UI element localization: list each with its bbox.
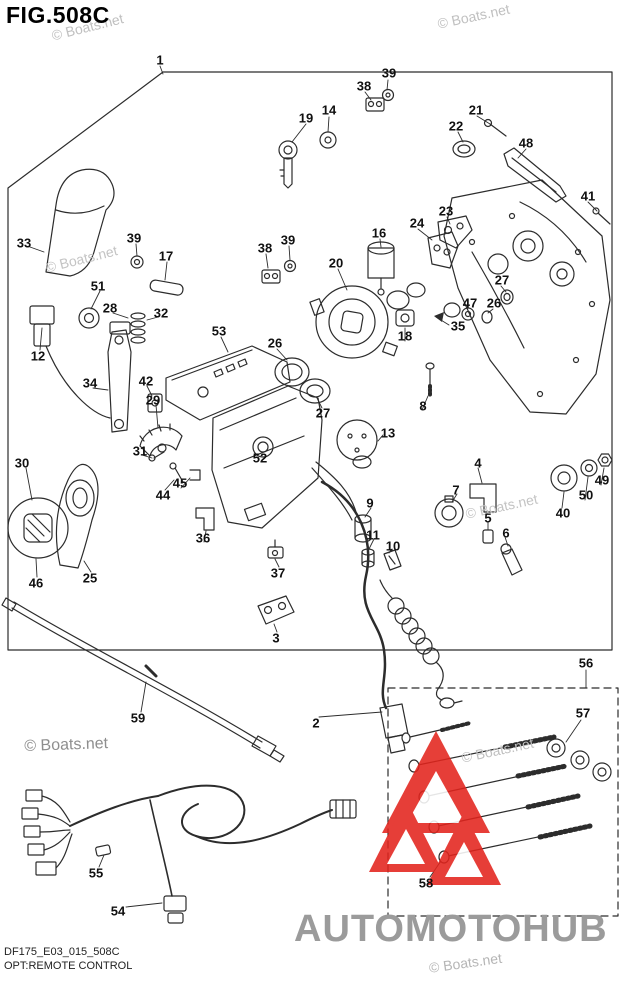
- part-callout-41[interactable]: 41: [580, 188, 596, 204]
- brand-watermark: AUTOMOTOHUB: [294, 908, 608, 950]
- figure-title: FIG.508C: [6, 2, 110, 28]
- part-callout-25[interactable]: 25: [82, 570, 98, 586]
- triangle-logo: [369, 731, 501, 885]
- part-callout-13[interactable]: 13: [380, 425, 396, 441]
- main-border: [7, 71, 613, 651]
- part-callout-29[interactable]: 29: [145, 392, 161, 408]
- figure-caption: OPT:REMOTE CONTROL: [4, 960, 133, 972]
- part-callout-45[interactable]: 45: [172, 475, 188, 491]
- part-callout-28[interactable]: 28: [102, 300, 118, 316]
- part-callout-14[interactable]: 14: [321, 102, 337, 118]
- part-callout-37[interactable]: 37: [270, 565, 286, 581]
- part-callout-26[interactable]: 26: [267, 335, 283, 351]
- part-callout-39[interactable]: 39: [280, 232, 296, 248]
- part-callout-21[interactable]: 21: [468, 102, 484, 118]
- part-callout-39[interactable]: 39: [381, 65, 397, 81]
- part-callout-26[interactable]: 26: [486, 295, 502, 311]
- figure-part-code: DF175_E03_015_508C: [4, 946, 120, 958]
- part-callout-38[interactable]: 38: [257, 240, 273, 256]
- cables-line-art: [1, 455, 463, 763]
- part-callout-52[interactable]: 52: [252, 450, 268, 466]
- part-callout-4[interactable]: 4: [474, 455, 482, 471]
- part-callout-8[interactable]: 8: [419, 398, 427, 414]
- part-callout-3[interactable]: 3: [272, 630, 280, 646]
- parts-line-art: [7, 88, 613, 625]
- part-callout-49[interactable]: 49: [594, 472, 610, 488]
- part-callout-11[interactable]: 11: [366, 527, 380, 543]
- part-callout-12[interactable]: 12: [30, 348, 46, 364]
- part-callout-23[interactable]: 23: [438, 203, 454, 219]
- part-callout-16[interactable]: 16: [371, 225, 387, 241]
- part-callout-2[interactable]: 2: [312, 715, 320, 731]
- part-callout-40[interactable]: 40: [555, 505, 571, 521]
- part-callout-19[interactable]: 19: [298, 110, 314, 126]
- part-callout-56[interactable]: 56: [578, 655, 594, 671]
- part-callout-48[interactable]: 48: [518, 135, 534, 151]
- part-callout-9[interactable]: 9: [366, 495, 374, 511]
- part-callout-59[interactable]: 59: [130, 710, 146, 726]
- part-callout-33[interactable]: 33: [16, 235, 32, 251]
- part-callout-10[interactable]: 10: [385, 538, 401, 554]
- part-callout-5[interactable]: 5: [484, 510, 492, 526]
- part-callout-34[interactable]: 34: [82, 375, 98, 391]
- part-callout-32[interactable]: 32: [153, 305, 169, 321]
- part-callout-24[interactable]: 24: [409, 215, 425, 231]
- part-callout-51[interactable]: 51: [90, 278, 106, 294]
- part-callout-50[interactable]: 50: [578, 487, 594, 503]
- part-callout-31[interactable]: 31: [132, 443, 148, 459]
- part-callout-58[interactable]: 58: [418, 875, 434, 891]
- part-callout-20[interactable]: 20: [328, 255, 344, 271]
- part-callout-53[interactable]: 53: [211, 323, 227, 339]
- part-callout-44[interactable]: 44: [155, 487, 171, 503]
- dashed-hardware-box: [387, 687, 619, 917]
- part-callout-18[interactable]: 18: [397, 328, 413, 344]
- part-callout-35[interactable]: 35: [450, 318, 466, 334]
- part-callout-17[interactable]: 17: [158, 248, 174, 264]
- part-callout-36[interactable]: 36: [195, 530, 211, 546]
- part-callout-57[interactable]: 57: [575, 705, 591, 721]
- part-callout-6[interactable]: 6: [502, 525, 510, 541]
- part-callout-27[interactable]: 27: [315, 405, 331, 421]
- part-callout-1[interactable]: 1: [156, 52, 164, 68]
- part-callout-42[interactable]: 42: [138, 373, 154, 389]
- part-callout-27[interactable]: 27: [494, 272, 510, 288]
- part-callout-46[interactable]: 46: [28, 575, 44, 591]
- part-callout-7[interactable]: 7: [452, 482, 460, 498]
- part-callout-22[interactable]: 22: [448, 118, 464, 134]
- part-callout-38[interactable]: 38: [356, 78, 372, 94]
- part-callout-55[interactable]: 55: [88, 865, 104, 881]
- part-callout-54[interactable]: 54: [110, 903, 126, 919]
- part-callout-47[interactable]: 47: [462, 295, 478, 311]
- harness-line-art: [21, 784, 357, 924]
- part-callout-30[interactable]: 30: [14, 455, 30, 471]
- part-callout-39[interactable]: 39: [126, 230, 142, 246]
